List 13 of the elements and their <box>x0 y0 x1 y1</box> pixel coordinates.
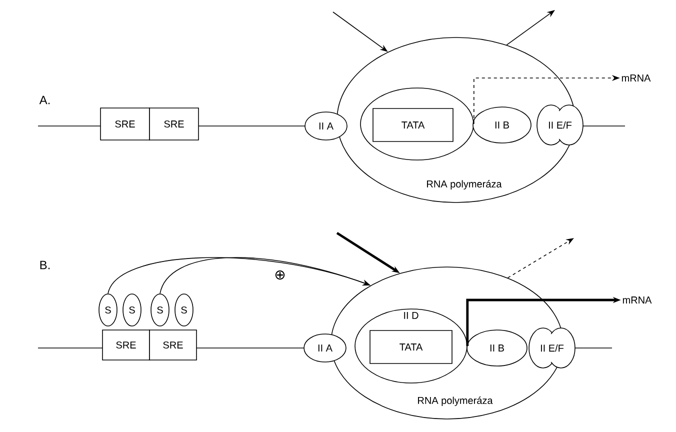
panel-label: A. <box>39 96 50 104</box>
tata-box: TATA <box>372 108 454 142</box>
element-box: SRE <box>102 330 150 360</box>
mrna-label: mRNA <box>622 74 651 82</box>
plus-sign: ⊕ <box>275 270 285 280</box>
panel-label: B. <box>40 260 50 270</box>
factor-blob: II E/F <box>528 328 576 368</box>
tata-box: TATA <box>370 330 452 364</box>
element-box: SRE <box>149 108 199 140</box>
factor-blob: II E/F <box>536 104 584 146</box>
element-box: SRE <box>149 330 197 360</box>
mrna-label: mRNA <box>622 296 652 304</box>
element-box: SRE <box>100 108 150 140</box>
